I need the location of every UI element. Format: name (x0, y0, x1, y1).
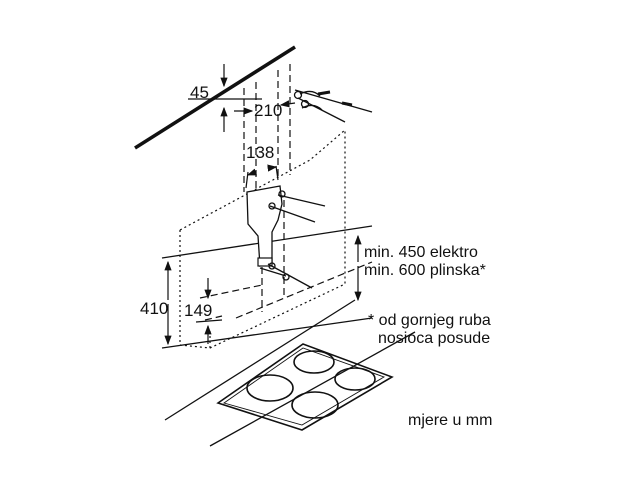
dim-label-410: 410 (140, 299, 169, 318)
dim-149-arrows (195, 278, 223, 344)
units-note: mjere u mm (408, 412, 493, 429)
burner-3 (334, 367, 376, 391)
wall-line-lower (161, 317, 373, 349)
hob-outline (216, 343, 394, 431)
dim-label-149: 149 (184, 301, 213, 320)
worktop-back-edge (164, 299, 356, 421)
dim-label-210: 210 (254, 101, 283, 120)
dim-label-45: 45 (190, 83, 209, 102)
min-height-electric: min. 450 elektro (364, 244, 478, 261)
dim-210-arrows (234, 100, 296, 115)
footnote-line-1: * od gornjeg ruba (368, 312, 491, 329)
mounting-bracket (246, 185, 283, 267)
min-height-gas: min. 600 plinska* (364, 262, 486, 279)
footnote-line-2: nosioca posude (378, 330, 491, 347)
ceiling-line (134, 45, 296, 150)
burner-1 (246, 374, 294, 402)
screws (259, 89, 373, 289)
dim-138-arrows (245, 164, 279, 189)
burner-2 (293, 350, 335, 374)
dim-label-138: 138 (246, 143, 275, 162)
burner-4 (291, 391, 339, 419)
bracket-clamp (257, 257, 273, 267)
hob-inner (222, 347, 386, 426)
dim-45-arrows (188, 64, 262, 132)
worktop-front-edge (209, 331, 416, 447)
